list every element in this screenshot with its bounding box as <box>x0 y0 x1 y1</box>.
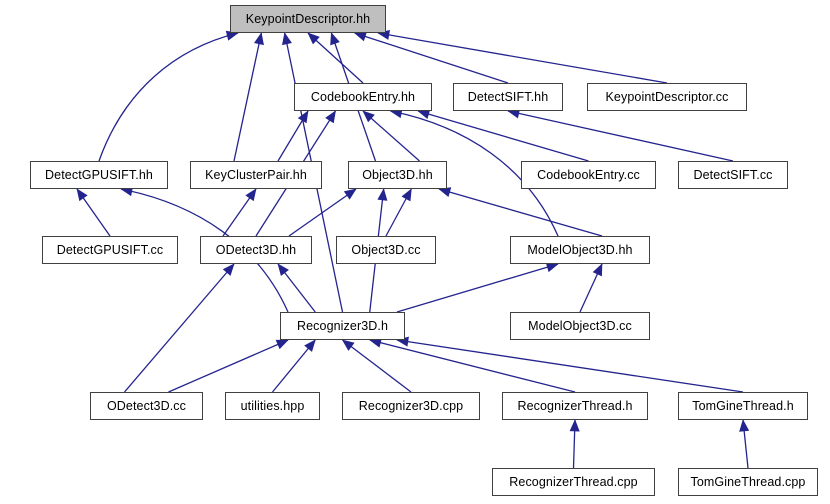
node-label: ODetect3D.hh <box>215 242 297 257</box>
arrowhead-utilities_hpp-to-recognizer3d_h <box>304 339 316 352</box>
edge-odetect3d_cc-to-recognizer3d_h <box>168 339 289 393</box>
node-utilities_hpp[interactable]: utilities.hpp <box>225 392 320 420</box>
edge-object3d_hh-to-codebookentry_hh <box>362 110 420 162</box>
node-label: KeyClusterPair.hh <box>205 167 307 182</box>
node-label: ModelObject3D.hh <box>527 242 633 257</box>
edge-detectsift_cc-to-detectsift_hh <box>507 110 734 162</box>
node-detectsift_cc[interactable]: DetectSIFT.cc <box>678 161 788 189</box>
node-recognizerthread_cpp[interactable]: RecognizerThread.cpp <box>492 468 655 496</box>
arrowhead-detectsift_hh-to-keypointdescriptor_hh <box>353 31 367 42</box>
arrowhead-keyclusterpair_hh-to-keypointdescriptor_hh <box>254 32 264 46</box>
node-label: ODetect3D.cc <box>106 398 186 413</box>
node-label: Object3D.hh <box>362 167 433 182</box>
arrowhead-odetect3d_hh-to-object3d_hh <box>343 188 357 200</box>
node-object3d_hh[interactable]: Object3D.hh <box>348 161 447 189</box>
node-label: DetectSIFT.hh <box>467 89 549 104</box>
node-label: Recognizer3D.cpp <box>358 398 464 413</box>
node-detectgpusift_cc[interactable]: DetectGPUSIFT.cc <box>42 236 178 264</box>
arrowhead-recognizer3d_h-to-odetect3d_hh <box>277 263 289 277</box>
arrowhead-recognizerthread_cpp-to-recognizerthread_h <box>569 419 580 432</box>
node-modelobject3d_cc[interactable]: ModelObject3D.cc <box>510 312 650 340</box>
node-object3d_cc[interactable]: Object3D.cc <box>336 236 436 264</box>
arrowhead-recognizer3d_h-to-keypointdescriptor_hh <box>282 32 292 46</box>
edge-recognizer3d_cpp-to-recognizer3d_h <box>342 339 412 393</box>
node-modelobject3d_hh[interactable]: ModelObject3D.hh <box>510 236 650 264</box>
edge-modelobject3d_hh-to-codebookentry_hh <box>390 110 559 237</box>
arrowhead-tomginethread_cpp-to-tomginethread_h <box>739 419 750 432</box>
arrowhead-odetect3d_hh-to-codebookentry_hh <box>325 110 336 124</box>
node-label: CodebookEntry.cc <box>537 167 640 182</box>
node-codebookentry_cc[interactable]: CodebookEntry.cc <box>521 161 656 189</box>
node-label: RecognizerThread.cpp <box>509 474 638 489</box>
node-odetect3d_cc[interactable]: ODetect3D.cc <box>90 392 203 420</box>
node-detectgpusift_hh[interactable]: DetectGPUSIFT.hh <box>30 161 168 189</box>
node-detectsift_hh[interactable]: DetectSIFT.hh <box>453 83 563 111</box>
node-recognizerthread_h[interactable]: RecognizerThread.h <box>502 392 648 420</box>
node-codebookentry_hh[interactable]: CodebookEntry.hh <box>294 83 432 111</box>
edge-recognizer3d_h-to-modelobject3d_hh <box>396 263 559 313</box>
node-odetect3d_hh[interactable]: ODetect3D.hh <box>200 236 312 264</box>
node-label: Object3D.cc <box>351 242 421 257</box>
node-label: KeypointDescriptor.hh <box>245 11 371 26</box>
arrowhead-recognizer3d_cpp-to-recognizer3d_h <box>341 339 355 351</box>
node-label: CodebookEntry.hh <box>310 89 416 104</box>
arrowhead-object3d_hh-to-keypointdescriptor_hh <box>330 32 340 46</box>
node-keypointdescriptor_hh[interactable]: KeypointDescriptor.hh <box>230 5 386 33</box>
arrowhead-object3d_hh-to-codebookentry_hh <box>362 110 375 123</box>
edge-recognizer3d_h-to-detectgpusift_hh <box>120 188 289 313</box>
edge-keyclusterpair_hh-to-keypointdescriptor_hh <box>233 32 262 162</box>
node-label: Recognizer3D.h <box>296 318 389 333</box>
edge-odetect3d_cc-to-odetect3d_hh <box>124 263 235 393</box>
arrowhead-recognizer3d_h-to-modelobject3d_hh <box>545 262 559 273</box>
node-tomginethread_h[interactable]: TomGineThread.h <box>678 392 808 420</box>
node-keypointdescriptor_cc[interactable]: KeypointDescriptor.cc <box>587 83 747 111</box>
edge-tomginethread_h-to-recognizer3d_h <box>396 339 744 393</box>
arrowhead-recognizer3d_h-to-object3d_hh <box>377 188 388 201</box>
arrowhead-keyclusterpair_hh-to-codebookentry_hh <box>297 110 309 124</box>
node-label: TomGineThread.h <box>692 398 794 413</box>
arrowhead-odetect3d_hh-to-keyclusterpair_hh <box>245 188 257 202</box>
arrowhead-object3d_cc-to-object3d_hh <box>401 188 412 202</box>
arrowhead-codebookentry_cc-to-codebookentry_hh <box>417 109 431 120</box>
arrowhead-detectgpusift_cc-to-detectgpusift_hh <box>76 188 88 202</box>
edge-odetect3d_hh-to-object3d_hh <box>288 188 357 237</box>
edge-codebookentry_hh-to-keypointdescriptor_hh <box>307 32 364 84</box>
edge-detectgpusift_hh-to-keypointdescriptor_hh <box>98 32 239 162</box>
node-recognizer3d_cpp[interactable]: Recognizer3D.cpp <box>342 392 480 420</box>
arrowhead-codebookentry_hh-to-keypointdescriptor_hh <box>307 32 320 45</box>
edge-keypointdescriptor_cc-to-keypointdescriptor_hh <box>377 32 668 84</box>
edge-recognizerthread_h-to-recognizer3d_h <box>369 339 576 393</box>
arrowhead-odetect3d_cc-to-recognizer3d_h <box>275 339 289 350</box>
arrowhead-odetect3d_cc-to-odetect3d_hh <box>222 263 235 276</box>
node-label: TomGineThread.cpp <box>690 474 806 489</box>
edge-detectsift_hh-to-keypointdescriptor_hh <box>354 32 509 84</box>
node-label: utilities.hpp <box>240 398 305 413</box>
node-label: DetectGPUSIFT.hh <box>45 167 153 182</box>
node-tomginethread_cpp[interactable]: TomGineThread.cpp <box>678 468 818 496</box>
node-keyclusterpair_hh[interactable]: KeyClusterPair.hh <box>190 161 322 189</box>
node-label: RecognizerThread.h <box>517 398 633 413</box>
arrowhead-modelobject3d_cc-to-modelobject3d_hh <box>592 263 603 277</box>
node-label: DetectSIFT.cc <box>693 167 773 182</box>
node-label: DetectGPUSIFT.cc <box>56 242 164 257</box>
node-label: KeypointDescriptor.cc <box>605 89 729 104</box>
edge-codebookentry_cc-to-codebookentry_hh <box>417 110 589 162</box>
node-label: ModelObject3D.cc <box>528 318 632 333</box>
node-recognizer3d_h[interactable]: Recognizer3D.h <box>280 312 405 340</box>
edge-modelobject3d_hh-to-object3d_hh <box>438 188 603 237</box>
